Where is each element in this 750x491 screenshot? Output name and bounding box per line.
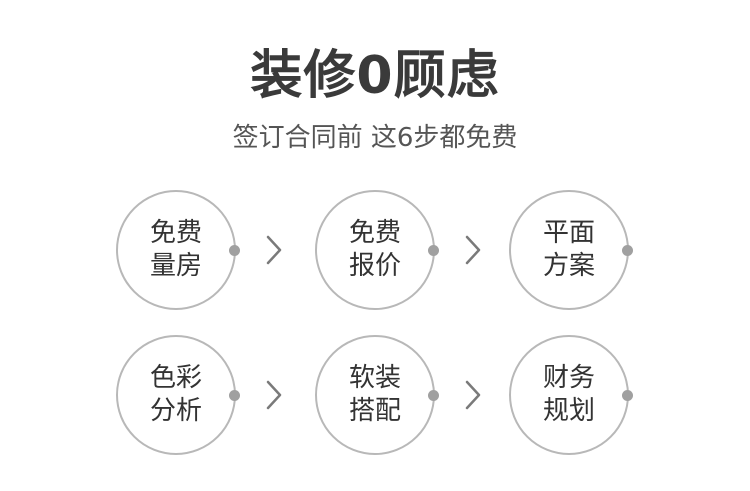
step-label: 平面 方案 [542,218,595,281]
step-circle-soft-furnishing: 软装 搭配 [315,335,439,455]
step-label: 财务 规划 [542,363,595,426]
chevron-right-icon [465,380,481,410]
step-circle-color-analysis: 色彩 分析 [116,335,240,455]
step-label: 免费 报价 [348,218,401,281]
connector-dot [428,244,439,256]
connector-dot [622,244,633,256]
step-circle-floor-plan: 平面 方案 [509,190,633,310]
connector-dot [428,389,439,401]
step-circle-free-quote: 免费 报价 [315,190,439,310]
chevron-right-icon [465,235,481,265]
step-label: 色彩 分析 [149,363,202,426]
step-circle-financial-planning: 财务 规划 [509,335,633,455]
connector-dot [229,244,240,256]
step-label: 免费 量房 [149,218,202,281]
connector-dot [622,389,633,401]
page-title: 装修0顾虑 [250,46,500,106]
step-circle-free-measure: 免费 量房 [116,190,240,310]
page-subtitle: 签订合同前 这6步都免费 [232,123,518,153]
connector-dot [229,389,240,401]
step-label: 软装 搭配 [348,363,401,426]
chevron-right-icon [266,235,282,265]
chevron-right-icon [266,380,282,410]
